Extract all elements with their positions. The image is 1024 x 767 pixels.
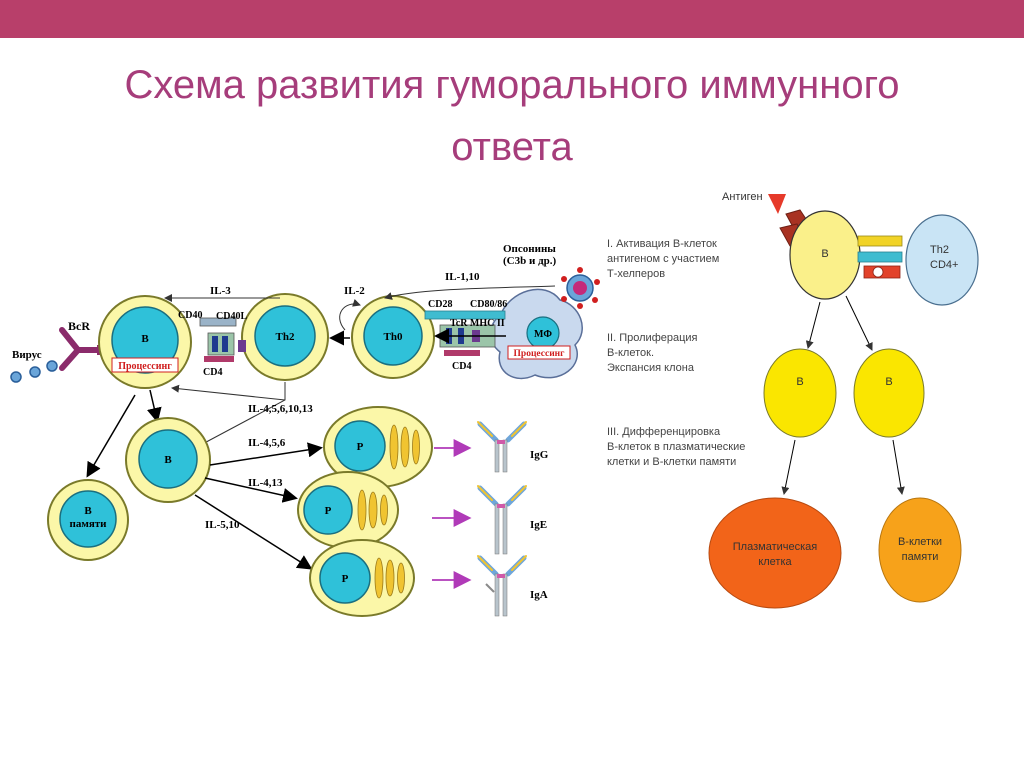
macrophage-cell: МФ Процессинг bbox=[489, 288, 583, 380]
b-th2-synapse bbox=[199, 317, 246, 362]
arrow-to-plasma1 bbox=[209, 442, 323, 466]
antigen-label: Антиген bbox=[722, 191, 763, 203]
il110-label: IL-1,10 bbox=[445, 271, 480, 283]
stage3-line2: B-клеток в плазматические bbox=[607, 441, 745, 453]
b-memory-cell: B памяти bbox=[47, 479, 129, 561]
plasma1-label: P bbox=[357, 441, 364, 453]
right-b-cell-top: B bbox=[789, 210, 861, 300]
virus-label: Вирус bbox=[12, 349, 42, 361]
plasma2-label: P bbox=[325, 505, 332, 517]
arrow-to-plasma2 bbox=[204, 477, 298, 503]
stage3-line3: клетки и B-клетки памяти bbox=[607, 456, 736, 468]
opsonins-label-line1: Опсонины bbox=[503, 243, 556, 255]
il2-label: IL-2 bbox=[344, 285, 365, 297]
il5-10-label: IL-5,10 bbox=[205, 519, 240, 531]
b-cell-main: B Процессинг bbox=[98, 295, 192, 389]
right-th2-label-line1: Th2 bbox=[930, 244, 949, 256]
arrow-b-to-memory bbox=[86, 394, 136, 478]
right-b-th2-connection bbox=[857, 235, 903, 279]
right-b-left-label: B bbox=[796, 376, 803, 388]
b-memory-label-line1: B bbox=[84, 505, 92, 517]
cd28-label: CD28 bbox=[428, 299, 452, 310]
b-cell-main-label: B bbox=[141, 333, 149, 345]
arrow-to-plasma-cell bbox=[781, 439, 796, 495]
iga-antibody-icon bbox=[477, 555, 527, 617]
cd40-label: CD40 bbox=[178, 310, 202, 321]
arrow-b-to-daughter bbox=[146, 389, 162, 423]
arrow-right-b-to-left bbox=[805, 301, 821, 349]
b-cell-daughter: B bbox=[125, 417, 211, 503]
right-th2-label-line2: CD4+ bbox=[930, 259, 958, 271]
ige-antibody-icon bbox=[477, 485, 527, 555]
slide-title: Схема развития гуморального иммунного от… bbox=[0, 56, 1024, 176]
stage2-line1: II. Пролиферация bbox=[607, 332, 698, 344]
plasma-cell-1: P bbox=[323, 406, 433, 488]
slide-title-line1: Схема развития гуморального иммунного bbox=[124, 63, 900, 107]
stage2-line2: B-клеток. bbox=[607, 347, 654, 359]
bcr-label: BcR bbox=[68, 319, 90, 333]
il4-5-6-label: IL-4,5,6 bbox=[248, 437, 286, 449]
plasma3-label: P bbox=[342, 573, 349, 585]
right-b-cell-right: B bbox=[853, 348, 925, 438]
right-diagram: Антиген B Th2 CD4+ B bbox=[708, 191, 979, 609]
th0-cell: Th0 bbox=[351, 295, 435, 379]
th2-label: Th2 bbox=[276, 331, 295, 343]
arrow-to-memory-cell bbox=[892, 439, 905, 495]
opsonized-particle-icon bbox=[561, 267, 600, 309]
ige-label: IgE bbox=[530, 519, 547, 531]
right-plasma-label-line2: клетка bbox=[758, 556, 792, 568]
opsonins-label-line2: (C3b и др.) bbox=[503, 255, 556, 267]
b-memory-label-line2: памяти bbox=[69, 518, 107, 530]
right-b-cell-left: B bbox=[763, 348, 837, 438]
tcr-mhc-label: TcR MHC II bbox=[450, 318, 505, 329]
plasma-cell-3: P bbox=[309, 539, 415, 617]
right-memory-cell: B-клетки памяти bbox=[878, 497, 962, 603]
top-accent-bar bbox=[0, 0, 1024, 38]
igg-antibody-icon bbox=[477, 421, 527, 473]
cd4-right-label: CD4 bbox=[452, 361, 471, 372]
arrow-right-b-to-right bbox=[845, 295, 873, 351]
cd4-left-label: CD4 bbox=[203, 367, 222, 378]
stage3-line1: III. Дифференцировка bbox=[607, 426, 721, 438]
arrow-il110 bbox=[384, 285, 556, 300]
iga-label: IgA bbox=[530, 589, 548, 601]
right-plasma-label-line1: Плазматическая bbox=[733, 541, 818, 553]
stage2-line3: Экспансия клона bbox=[607, 362, 695, 374]
stage1-line2: антигеном с участием bbox=[607, 253, 719, 265]
processing-b-label: Процессинг bbox=[118, 361, 172, 372]
right-b-right-label: B bbox=[885, 376, 892, 388]
th0-label: Th0 bbox=[384, 331, 403, 343]
b-daughter-label: B bbox=[164, 454, 172, 466]
th2-cell: Th2 bbox=[241, 293, 329, 381]
arrow-il2 bbox=[339, 298, 361, 331]
stage-descriptions: I. Активация B-клеток антигеном с участи… bbox=[607, 238, 745, 468]
right-memory-label-line2: памяти bbox=[902, 551, 939, 563]
right-memory-label-line1: B-клетки bbox=[898, 536, 942, 548]
il3-label: IL-3 bbox=[210, 285, 231, 297]
il4-5-6-10-13-label: IL-4,5,6,10,13 bbox=[248, 403, 313, 415]
arrow-il4-13-to-main-b bbox=[171, 384, 286, 401]
processing-mf-label: Процессинг bbox=[514, 349, 566, 359]
mf-label: МФ bbox=[534, 329, 552, 340]
stage1-line1: I. Активация B-клеток bbox=[607, 238, 717, 250]
virus-icon bbox=[10, 360, 58, 383]
bcr-receptor-icon bbox=[59, 327, 103, 371]
right-plasma-cell: Плазматическая клетка bbox=[708, 497, 842, 609]
stage1-line3: Т-хелперов bbox=[607, 268, 665, 280]
slide-title-line2: ответа bbox=[451, 125, 573, 169]
right-th2-cell: Th2 CD4+ bbox=[905, 214, 979, 306]
igg-label: IgG bbox=[530, 449, 549, 461]
il4-13-label: IL-4,13 bbox=[248, 477, 283, 489]
arrow-to-plasma3 bbox=[194, 494, 313, 570]
cd8086-label: CD80/86 bbox=[470, 299, 507, 310]
plasma-cell-2: P bbox=[297, 471, 399, 549]
left-diagram: Вирус BcR B Процессинг Th2 bbox=[10, 243, 600, 617]
cd40l-label: CD40L bbox=[216, 311, 247, 322]
antigen-icon bbox=[768, 194, 786, 214]
right-b-top-label: B bbox=[821, 248, 828, 260]
